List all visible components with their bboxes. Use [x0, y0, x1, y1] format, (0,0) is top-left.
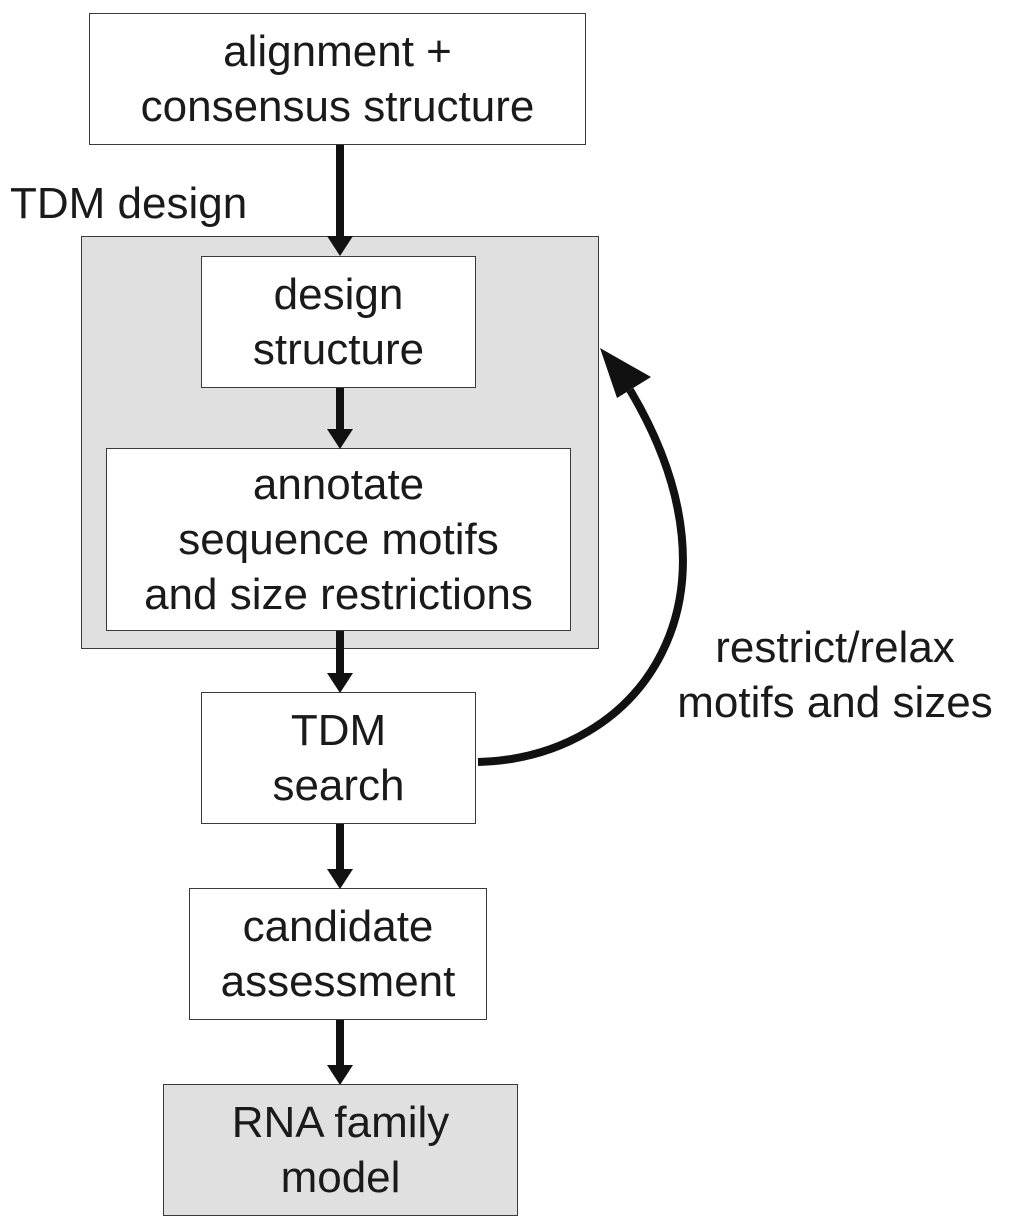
design-structure-node: design structure [201, 256, 476, 388]
tdm-search-node: TDM search [201, 692, 476, 824]
feedback-line-1: restrict/relax [715, 623, 955, 672]
alignment-consensus-node: alignment + consensus structure [89, 13, 586, 145]
arrowhead-1 [327, 236, 353, 256]
arrowhead-2 [327, 429, 353, 449]
arrowhead-3 [327, 673, 353, 693]
feedback-arrow-curve [477, 387, 687, 766]
feedback-line-2: motifs and sizes [677, 678, 993, 727]
annotate-line-2: sequence motifs [178, 515, 499, 564]
candidate-line-1: candidate [242, 902, 434, 951]
alignment-line-2: consensus structure [140, 82, 535, 131]
design-structure-line-2: structure [252, 325, 425, 374]
tdm-design-label: TDM design [10, 179, 248, 228]
alignment-line-1: alignment + [223, 27, 452, 76]
annotate-line-3: and size restrictions [144, 570, 533, 619]
candidate-line-2: assessment [220, 957, 456, 1006]
arrowhead-5 [327, 1065, 353, 1085]
annotate-node: annotate sequence motifs and size restri… [106, 448, 571, 631]
tdm-search-line-2: search [272, 761, 405, 810]
feedback-label: restrict/relax motifs and sizes [650, 620, 1020, 730]
rna-family-line-2: model [280, 1153, 401, 1202]
candidate-assessment-node: candidate assessment [189, 888, 487, 1020]
feedback-arrowhead [600, 348, 651, 398]
rna-family-line-1: RNA family [231, 1098, 450, 1147]
arrowhead-4 [327, 869, 353, 889]
tdm-search-line-1: TDM [290, 706, 387, 755]
annotate-line-1: annotate [252, 460, 425, 509]
rna-family-model-node: RNA family model [163, 1084, 518, 1216]
design-structure-line-1: design [273, 270, 404, 319]
